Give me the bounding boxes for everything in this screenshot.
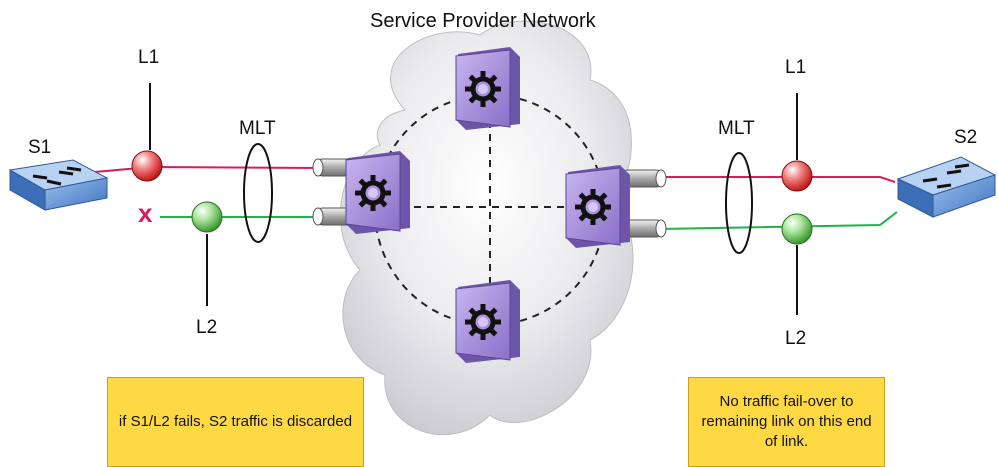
fail-x-icon: x	[138, 198, 153, 228]
left-mlt-label: MLT	[239, 118, 276, 139]
router-gear-icon	[455, 280, 520, 363]
right-link1	[660, 176, 896, 183]
right-link2	[659, 211, 898, 230]
router-gear-icon	[455, 47, 520, 130]
router-gear-icon	[565, 165, 630, 248]
left-mlt-ellipse	[243, 143, 273, 243]
switch-icon	[8, 159, 109, 211]
right-l1-node-icon	[781, 160, 813, 192]
switch-s2-label: S2	[954, 127, 978, 148]
left-link1	[79, 165, 321, 186]
right-note-box: No traffic fail-over to remaining link o…	[688, 377, 885, 467]
left-l2-node-icon	[191, 201, 223, 233]
switch-icon	[896, 156, 997, 218]
left-l1-node-icon	[131, 150, 163, 182]
router-gear-icon	[345, 151, 410, 234]
right-l2-label: L2	[785, 328, 807, 349]
left-note-box: if S1/L2 fails, S2 traffic is discarded	[107, 377, 364, 467]
diagram-title: Service Provider Network	[370, 10, 596, 32]
right-port-tubes	[619, 169, 667, 238]
switch-s1-label: S1	[28, 137, 52, 158]
right-l2-node-icon	[781, 213, 813, 245]
left-l2-label: L2	[196, 317, 218, 338]
right-mlt-label: MLT	[718, 118, 755, 139]
right-l1-label: L1	[785, 57, 807, 78]
right-mlt-ellipse	[725, 152, 753, 254]
left-l1-label: L1	[138, 47, 160, 68]
